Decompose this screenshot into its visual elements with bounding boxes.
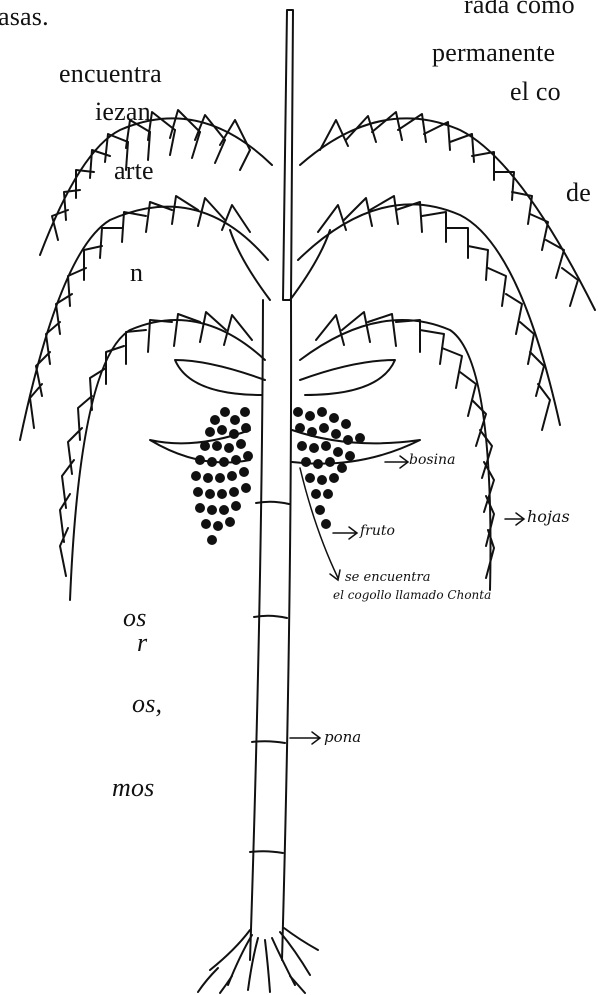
text-right-4: de <box>566 180 591 206</box>
roots <box>198 928 318 993</box>
text-right-2: permanente <box>432 40 555 66</box>
frond-left-top <box>40 110 272 255</box>
label-cogollo-line1: se encuentra <box>345 570 430 585</box>
trunk <box>250 300 291 960</box>
label-bosina: bosina <box>409 452 455 468</box>
text-left-1: asas. <box>0 4 49 30</box>
trunk-ring <box>250 851 283 853</box>
text-right-3: el co <box>510 79 561 105</box>
text-left-4: arte <box>114 158 154 184</box>
trunk-spike <box>283 10 293 300</box>
arrow-bosina <box>385 456 408 468</box>
label-cogollo-line2: el cogollo llamado Chonta <box>333 588 491 602</box>
fruit-cluster-left <box>191 407 253 545</box>
text-left-italic-3: os, <box>132 691 162 717</box>
text-left-italic-2: r <box>137 630 147 656</box>
label-hojas: hojas <box>527 507 570 526</box>
text-left-5: n <box>130 260 143 286</box>
text-right-1: rada como <box>464 0 575 18</box>
text-left-3: iezan <box>95 99 151 125</box>
arrow-pona <box>290 732 320 744</box>
arrow-cogollo <box>300 468 340 580</box>
fruit-cluster-right <box>293 407 365 529</box>
arrow-hojas <box>505 513 524 525</box>
label-pona: pona <box>324 728 361 746</box>
text-left-italic-4: mos <box>112 775 155 801</box>
arrow-fruto <box>333 527 357 539</box>
text-left-2: encuentra <box>59 61 162 87</box>
frond-right-middle <box>298 196 560 430</box>
label-fruto: fruto <box>360 523 395 539</box>
